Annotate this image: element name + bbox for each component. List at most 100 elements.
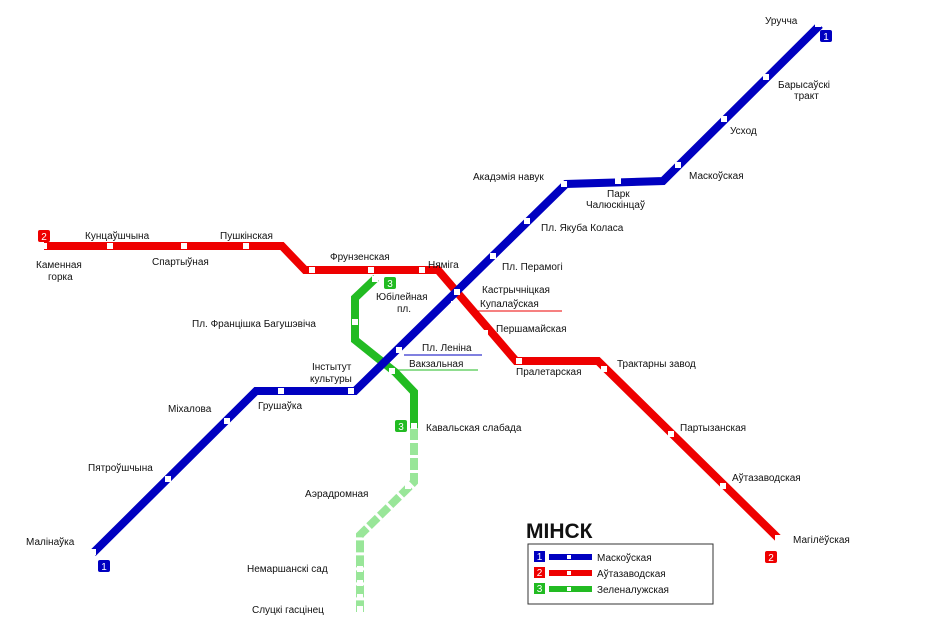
- station-marker-magileuskaya[interactable]: [775, 535, 781, 541]
- legend-item-line-3: 3 Зеленалужская: [534, 583, 669, 596]
- label-park-2: Чалюскінцаў: [586, 199, 645, 211]
- station-marker-akademiya[interactable]: [561, 181, 567, 187]
- legend-badge-3: 3: [537, 584, 543, 595]
- badge-line-2-left: 2: [38, 230, 50, 243]
- label-maskouskaya: Маскоўская: [689, 170, 744, 182]
- station-marker-pushkinskaya[interactable]: [243, 243, 249, 249]
- station-marker-planned-2: [357, 594, 363, 600]
- station-marker-malinauka[interactable]: [90, 549, 96, 555]
- label-barysauski-2: тракт: [794, 91, 819, 102]
- legend-label-2: Аўтазаводская: [597, 568, 666, 580]
- label-traktarny: Трактарны завод: [617, 359, 696, 370]
- badge-line-2-right-text: 2: [768, 553, 774, 564]
- label-yubileynaya-2: пл.: [397, 304, 411, 315]
- badge-line-2-left-text: 2: [41, 232, 47, 243]
- station-marker-kavalskaya[interactable]: [411, 423, 417, 429]
- label-kuntsaushchyna: Кунцаўшчына: [85, 230, 150, 242]
- legend-item-line-1: 1 Маскоўская: [534, 551, 652, 564]
- badge-line-1-top: 1: [820, 30, 832, 43]
- label-mikhalova: Міхалова: [168, 404, 212, 415]
- station-marker-slutski[interactable]: [357, 606, 363, 612]
- station-marker-traktarny[interactable]: [601, 366, 607, 372]
- station-marker-maskouskaya[interactable]: [675, 162, 681, 168]
- badge-line-3-top: 3: [384, 277, 396, 290]
- station-marker-yakuba[interactable]: [524, 218, 530, 224]
- station-marker-mikhalova[interactable]: [224, 418, 230, 424]
- station-marker-uskhod[interactable]: [721, 116, 727, 122]
- label-instytut-1: Інстытут: [312, 362, 352, 373]
- station-marker-aerodromnaya[interactable]: [405, 483, 411, 489]
- label-yakuba: Пл. Якуба Коласа: [541, 222, 624, 234]
- line-3-track: [351, 275, 418, 428]
- label-partyzanskaya: Партызанская: [680, 423, 746, 434]
- station-marker-uruchcha[interactable]: [815, 21, 821, 27]
- station-marker-barysauski[interactable]: [763, 74, 769, 80]
- station-marker-frunzenskaya[interactable]: [309, 267, 315, 273]
- label-bagushevicha: Пл. Францішка Багушэвіча: [192, 319, 316, 330]
- badge-line-1-bottom-text: 1: [101, 562, 107, 573]
- label-park-1: Парк: [607, 189, 630, 200]
- station-marker-kamennaya[interactable]: [41, 243, 47, 249]
- label-nemarshanski: Немаршанскі сад: [247, 564, 328, 575]
- station-marker-partyzanskaya[interactable]: [668, 431, 674, 437]
- legend: 1 Маскоўская 2 Аўтазаводская 3 Зеленалуж…: [527, 543, 714, 605]
- map-title: МІНСК: [526, 520, 593, 543]
- legend-item-line-2: 2 Аўтазаводская: [534, 567, 666, 580]
- badge-line-3-top-text: 3: [387, 279, 393, 290]
- badge-line-3-bottom-text: 3: [398, 422, 404, 433]
- legend-badge-2: 2: [537, 568, 543, 579]
- legend-label-3: Зеленалужская: [597, 585, 669, 596]
- badge-line-1-bottom: 1: [98, 560, 110, 573]
- station-marker-kupalauskaya[interactable]: [451, 301, 457, 307]
- station-marker-nemarshanski[interactable]: [357, 580, 363, 586]
- label-lenina: Пл. Леніна: [422, 343, 472, 354]
- label-yubileynaya-1: Юбілейная: [376, 291, 428, 303]
- label-kavalskaya: Кавальская слабада: [426, 422, 522, 434]
- station-marker-nyamiga[interactable]: [419, 267, 425, 273]
- label-malinauka: Малінаўка: [26, 536, 75, 548]
- station-marker-pyatroushchyna[interactable]: [165, 476, 171, 482]
- station-marker-kuntsaushchyna[interactable]: [107, 243, 113, 249]
- station-marker-lenina[interactable]: [396, 347, 402, 353]
- station-marker-grushauka[interactable]: [278, 388, 284, 394]
- label-praletarskaya: Пралетарская: [516, 367, 582, 378]
- label-frunzenskaya: Фрунзенская: [330, 252, 390, 263]
- label-uruchcha: Уручча: [765, 16, 798, 27]
- label-uskhod: Усход: [730, 126, 757, 137]
- legend-label-1: Маскоўская: [597, 552, 652, 564]
- line-3-stations: [352, 276, 417, 612]
- label-barysauski-1: Барысаўскі: [778, 79, 830, 91]
- station-marker-vakzalnaya[interactable]: [389, 368, 395, 374]
- station-marker-pershamayskaya[interactable]: [482, 330, 488, 336]
- label-magileuskaya: Магілёўская: [793, 534, 850, 546]
- label-spartyunaya: Спартыўная: [152, 256, 209, 268]
- label-peramogi: Пл. Перамогі: [502, 262, 563, 273]
- station-marker-kastrychnitskaya[interactable]: [454, 289, 460, 295]
- station-marker-frunzenskaya-2[interactable]: [368, 267, 374, 273]
- label-kastrychnitskaya: Кастрычніцкая: [482, 285, 550, 296]
- line-1-stations: [90, 21, 821, 555]
- station-marker-autazavodskaya[interactable]: [720, 483, 726, 489]
- label-nyamiga: Няміга: [428, 260, 459, 271]
- station-marker-instytut[interactable]: [348, 388, 354, 394]
- station-marker-planned-1: [357, 566, 363, 572]
- label-aerodromnaya: Аэрадромная: [305, 489, 368, 500]
- station-marker-park[interactable]: [615, 178, 621, 184]
- line-3-planned-track: [356, 428, 418, 612]
- line-2-track: [44, 242, 781, 541]
- label-slutski: Слуцкі гасцінец: [252, 605, 324, 616]
- label-pushkinskaya: Пушкінская: [220, 231, 273, 242]
- legend-badge-1: 1: [537, 552, 543, 563]
- label-autazavodskaya: Аўтазаводская: [732, 472, 801, 484]
- station-marker-praletarskaya[interactable]: [516, 358, 522, 364]
- station-marker-peramogi[interactable]: [490, 253, 496, 259]
- label-pyatroushchyna: Пятроўшчына: [88, 462, 153, 474]
- label-kamennaya-2: горка: [48, 272, 73, 283]
- label-pershamayskaya: Першамайская: [496, 324, 567, 335]
- badge-line-3-bottom: 3: [395, 420, 407, 433]
- station-marker-spartyunaya[interactable]: [181, 243, 187, 249]
- station-marker-yubileynaya[interactable]: [372, 276, 378, 282]
- badge-line-1-top-text: 1: [823, 32, 829, 43]
- station-marker-bagushevicha[interactable]: [352, 319, 358, 325]
- label-akademiya: Акадэмія навук: [473, 172, 544, 183]
